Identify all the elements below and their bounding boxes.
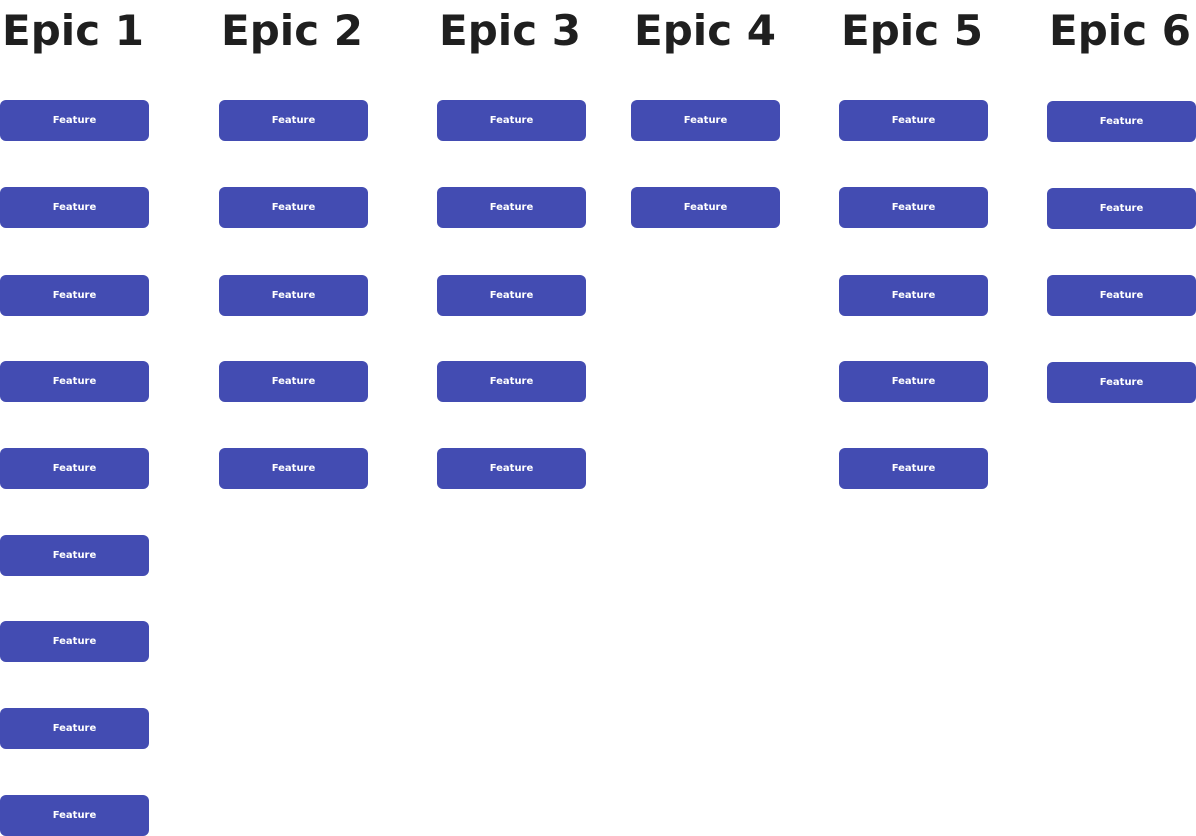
feature-card[interactable]: Feature [839,361,988,402]
feature-card[interactable]: Feature [1047,188,1196,229]
feature-card[interactable]: Feature [219,187,368,228]
feature-label: Feature [1099,203,1144,214]
feature-label: Feature [52,810,97,821]
feature-label: Feature [52,723,97,734]
feature-label: Feature [891,202,936,213]
feature-label: Feature [683,115,728,126]
feature-card[interactable]: Feature [0,621,149,662]
feature-label: Feature [891,290,936,301]
epic-title: Epic 4 [634,6,776,55]
feature-label: Feature [489,290,534,301]
feature-label: Feature [52,463,97,474]
feature-card[interactable]: Feature [631,100,780,141]
epic-title: Epic 3 [439,6,581,55]
feature-card[interactable]: Feature [437,361,586,402]
feature-card[interactable]: Feature [219,100,368,141]
feature-label: Feature [271,115,316,126]
feature-label: Feature [1099,290,1144,301]
feature-card[interactable]: Feature [1047,275,1196,316]
feature-label: Feature [489,463,534,474]
feature-card[interactable]: Feature [0,100,149,141]
feature-card[interactable]: Feature [839,187,988,228]
feature-label: Feature [489,376,534,387]
feature-label: Feature [52,636,97,647]
feature-card[interactable]: Feature [437,275,586,316]
feature-card[interactable]: Feature [0,187,149,228]
feature-label: Feature [52,202,97,213]
epic-title: Epic 1 [2,6,144,55]
feature-label: Feature [52,550,97,561]
feature-card[interactable]: Feature [219,275,368,316]
feature-label: Feature [683,202,728,213]
feature-card[interactable]: Feature [219,361,368,402]
feature-label: Feature [52,376,97,387]
feature-label: Feature [1099,116,1144,127]
feature-label: Feature [489,202,534,213]
feature-label: Feature [271,202,316,213]
feature-card[interactable]: Feature [0,275,149,316]
feature-label: Feature [489,115,534,126]
epic-title: Epic 5 [841,6,983,55]
feature-card[interactable]: Feature [839,275,988,316]
feature-card[interactable]: Feature [219,448,368,489]
feature-label: Feature [271,290,316,301]
feature-card[interactable]: Feature [839,100,988,141]
epic-title: Epic 6 [1049,6,1191,55]
feature-card[interactable]: Feature [1047,362,1196,403]
feature-label: Feature [52,115,97,126]
feature-card[interactable]: Feature [0,361,149,402]
feature-label: Feature [891,115,936,126]
feature-card[interactable]: Feature [0,708,149,749]
feature-card[interactable]: Feature [437,100,586,141]
feature-label: Feature [271,376,316,387]
feature-label: Feature [891,376,936,387]
feature-card[interactable]: Feature [437,187,586,228]
feature-label: Feature [271,463,316,474]
feature-card[interactable]: Feature [631,187,780,228]
feature-label: Feature [52,290,97,301]
feature-card[interactable]: Feature [0,535,149,576]
feature-label: Feature [1099,377,1144,388]
epic-title: Epic 2 [221,6,363,55]
feature-label: Feature [891,463,936,474]
feature-card[interactable]: Feature [437,448,586,489]
feature-card[interactable]: Feature [0,795,149,836]
feature-card[interactable]: Feature [1047,101,1196,142]
feature-card[interactable]: Feature [0,448,149,489]
feature-card[interactable]: Feature [839,448,988,489]
